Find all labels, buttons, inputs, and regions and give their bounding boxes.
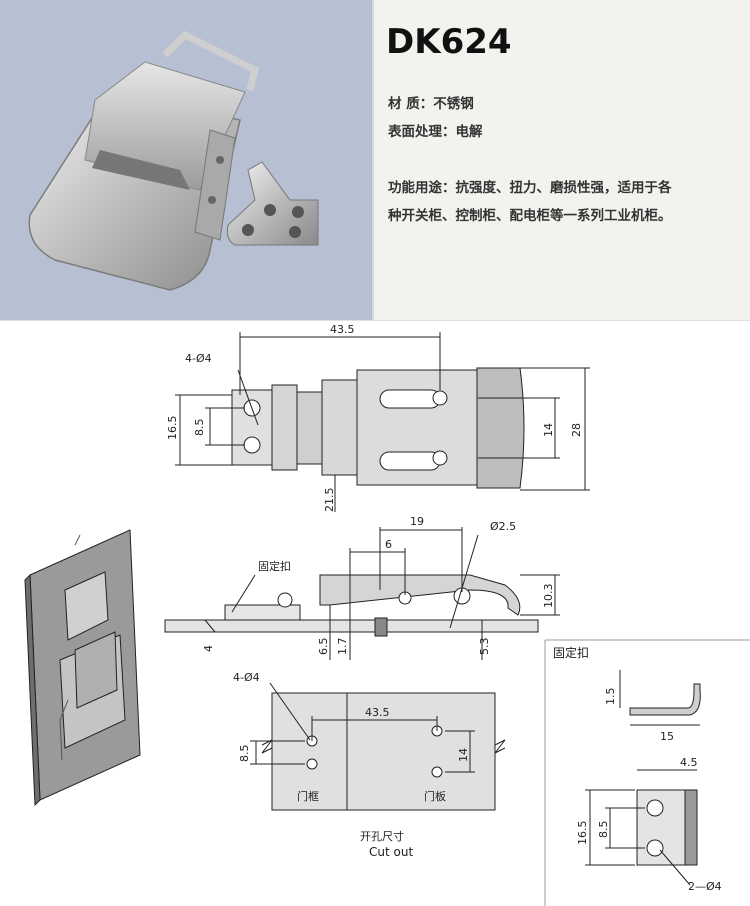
- model-title: DK624: [386, 22, 512, 62]
- dim-cut-8-5: 8.5: [238, 745, 251, 763]
- dim-1-5: 1.5: [604, 688, 617, 706]
- label-door-panel: 门板: [424, 789, 446, 803]
- dim-10-3: 10.3: [542, 584, 555, 609]
- spec-panel: [374, 0, 750, 320]
- label-fixed-buckle-box: 固定扣: [553, 645, 589, 660]
- surface-spec: 表面处理：电解: [388, 124, 483, 140]
- dim-4-5: 4.5: [680, 756, 698, 769]
- material-spec: 材 质：不锈钢: [388, 96, 474, 112]
- dim-16-5b: 16.5: [576, 821, 589, 846]
- fixed-buckle-box: [544, 639, 750, 906]
- latch-photo-illustration: [28, 30, 319, 291]
- dim-6: 6: [385, 538, 392, 551]
- dim-1-7: 1.7: [336, 638, 349, 656]
- dim-16-5: 16.5: [166, 416, 179, 441]
- technical-drawing: 43.5 4-Ø4 16.5 8.5 14 28 21.5 19 6 Ø2.5 …: [24, 323, 750, 906]
- label-door-frame: 门框: [297, 789, 319, 803]
- dim-8-5b: 8.5: [597, 821, 610, 839]
- dim-28: 28: [570, 423, 583, 437]
- dim-6-5: 6.5: [317, 638, 330, 656]
- dim-cut-hole: 4-Ø4: [233, 671, 260, 684]
- side-view: [164, 574, 539, 637]
- dim-4: 4: [202, 645, 215, 652]
- label-cutout-cn: 开孔尺寸: [360, 829, 404, 843]
- dim-5-3: 5.3: [478, 638, 491, 656]
- usage-spec-line2: 种开关柜、控制柜、配电柜等一系列工业机柜。: [388, 208, 672, 224]
- dim-cut-14: 14: [457, 748, 470, 762]
- dim-dia-2-5: Ø2.5: [490, 520, 516, 533]
- dim-19: 19: [410, 515, 424, 528]
- dim-hole2: 2—Ø4: [688, 880, 722, 893]
- dim-8-5: 8.5: [193, 419, 206, 437]
- dim-43-5: 43.5: [330, 323, 355, 336]
- top-view: [231, 367, 525, 489]
- product-photo: [0, 0, 372, 320]
- dim-hole-top: 4-Ø4: [185, 352, 212, 365]
- dim-cut-43-5: 43.5: [365, 706, 390, 719]
- label-cutout-en: Cut out: [369, 845, 413, 859]
- usage-spec-line1: 功能用途：抗强度、扭力、磨损性强，适用于各: [388, 180, 672, 196]
- dim-14: 14: [542, 423, 555, 437]
- section-separator: [0, 320, 750, 321]
- isometric-view: [24, 529, 141, 807]
- dim-15: 15: [660, 730, 674, 743]
- dim-21-5: 21.5: [323, 488, 336, 513]
- divider: [372, 0, 374, 320]
- label-fixed-buckle: 固定扣: [258, 559, 291, 573]
